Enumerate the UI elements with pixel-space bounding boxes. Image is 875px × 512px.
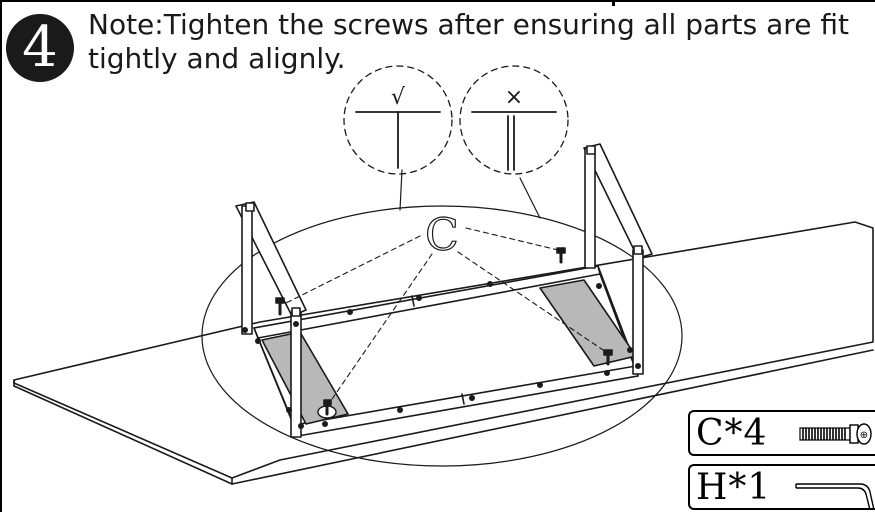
wrong-mark: × — [505, 85, 523, 110]
part-c-box: C*4 ⊕ — [688, 410, 875, 456]
screw-pointers — [285, 227, 607, 403]
screw-label-c: C — [425, 210, 459, 261]
correct-detail-callout: √ — [343, 65, 453, 175]
allen-key-icon — [795, 483, 875, 510]
step-number-badge: 4 — [6, 14, 74, 82]
part-h-label: H*1 — [696, 467, 772, 508]
table-top — [13, 221, 874, 485]
frame-rails — [253, 265, 639, 437]
rail-holes — [242, 281, 641, 429]
callout-leader-wrong — [519, 177, 541, 219]
correct-mark: √ — [391, 85, 406, 110]
right-leg-frame — [583, 143, 653, 375]
highlight-oval — [201, 205, 683, 467]
screws-c — [275, 247, 613, 419]
wrong-detail-callout: × — [459, 65, 569, 175]
screw-icon: ⊕ — [799, 423, 872, 445]
svg-text:⊕: ⊕ — [860, 430, 868, 441]
step-number: 4 — [22, 15, 58, 80]
part-c-label: C*4 — [696, 413, 768, 454]
callout-leader-correct — [399, 169, 403, 211]
left-leg-frame — [235, 201, 307, 438]
assembly-note: Note:Tighten the screws after ensuring a… — [88, 8, 849, 75]
frame-divider — [612, 0, 615, 6]
part-h-box: H*1 — [688, 464, 875, 510]
